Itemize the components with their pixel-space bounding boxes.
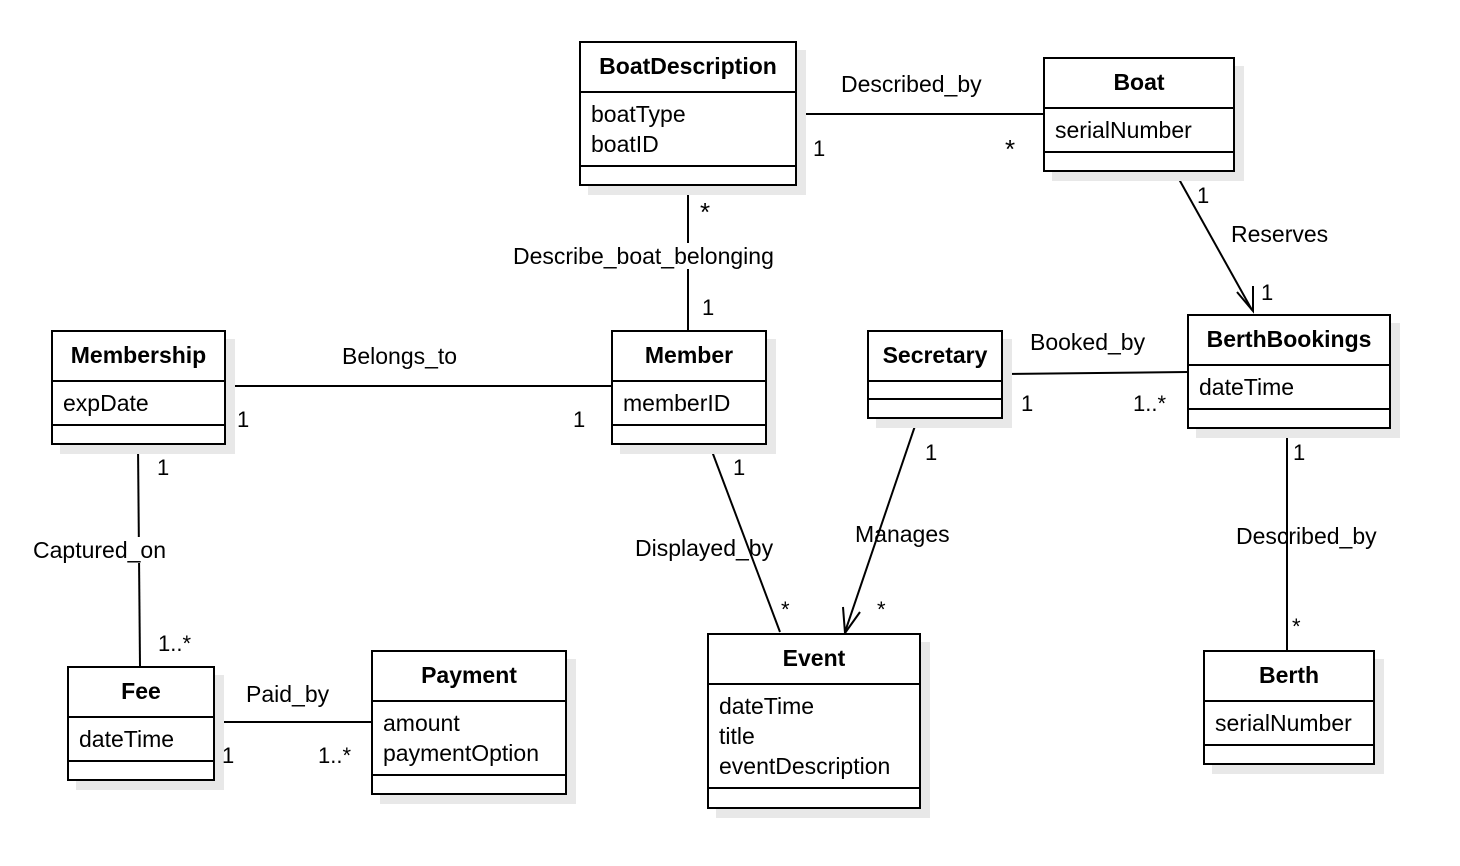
multiplicity: * [1005, 134, 1016, 164]
attribute: dateTime [719, 693, 815, 719]
class-name: Berth [1205, 652, 1373, 702]
attribute: serialNumber [1055, 117, 1192, 143]
association-label-booked-by: Booked_by [1030, 329, 1146, 355]
attribute: serialNumber [1215, 710, 1352, 736]
multiplicity: * [1292, 614, 1301, 639]
attribute: title [719, 723, 755, 749]
multiplicity: 1 [222, 743, 235, 768]
association-label-captured-on: Captured_on [33, 537, 166, 563]
class-operations [1205, 746, 1373, 760]
class-name: BoatDescription [581, 43, 795, 93]
multiplicity: * [781, 597, 790, 622]
multiplicity: 1..* [318, 743, 352, 768]
association-label-manages: Manages [855, 521, 950, 547]
attribute: dateTime [1199, 374, 1295, 400]
association-label-described-by-berth: Described_by [1236, 523, 1377, 549]
class-attributes: dateTime [69, 718, 213, 762]
association-label-paid-by: Paid_by [246, 681, 330, 707]
class-berth[interactable]: Berth serialNumber [1203, 650, 1375, 765]
multiplicity: 1 [1293, 440, 1306, 465]
class-secretary[interactable]: Secretary [867, 330, 1003, 419]
class-name: BerthBookings [1189, 316, 1389, 366]
class-payment[interactable]: Payment amount paymentOption [371, 650, 567, 795]
association-label-reserves: Reserves [1231, 221, 1329, 247]
class-operations [373, 776, 565, 790]
attribute: dateTime [79, 726, 175, 752]
association-label-belongs-to: Belongs_to [342, 343, 458, 369]
attribute: boatID [591, 131, 659, 157]
multiplicity: 1 [925, 440, 938, 465]
association-label-describe-boat-belonging: Describe_boat_belonging [513, 243, 774, 269]
attribute: expDate [63, 390, 149, 416]
class-attributes [869, 382, 1001, 400]
multiplicity: 1 [1021, 391, 1034, 416]
multiplicity: 1 [702, 295, 715, 320]
multiplicity: 1..* [158, 631, 192, 656]
class-name: Membership [53, 332, 224, 382]
multiplicity: * [877, 597, 886, 622]
class-operations [581, 167, 795, 181]
association-label-described-by-boat: Described_by [841, 71, 982, 97]
class-name: Member [613, 332, 765, 382]
class-membership[interactable]: Membership expDate [51, 330, 226, 445]
class-name: Fee [69, 668, 213, 718]
attribute: amount [383, 710, 460, 736]
class-operations [869, 400, 1001, 414]
class-attributes: dateTime [1189, 366, 1389, 410]
line-manages [844, 419, 918, 633]
class-attributes: expDate [53, 382, 224, 426]
line-reserves [1174, 171, 1253, 311]
reserves-arrowhead [1236, 286, 1254, 314]
class-operations [1189, 410, 1389, 424]
attribute: eventDescription [719, 753, 891, 779]
multiplicity: 1 [813, 136, 826, 161]
association-label-displayed-by: Displayed_by [635, 535, 774, 561]
class-member[interactable]: Member memberID [611, 330, 767, 445]
class-name: Secretary [869, 332, 1001, 382]
multiplicity: 1 [1261, 280, 1274, 305]
class-boat-description[interactable]: BoatDescription boatType boatID [579, 41, 797, 186]
class-boat[interactable]: Boat serialNumber [1043, 57, 1235, 172]
line-booked-by [1002, 371, 1189, 375]
line-displayed-by [709, 445, 781, 633]
class-operations [709, 789, 919, 803]
multiplicity: * [700, 197, 711, 227]
class-attributes: memberID [613, 382, 765, 426]
class-operations [69, 762, 213, 776]
attribute: memberID [623, 390, 731, 416]
class-operations [613, 426, 765, 440]
multiplicity: 1 [1197, 183, 1210, 208]
attribute: paymentOption [383, 740, 539, 766]
attribute: boatType [591, 101, 686, 127]
class-operations [1045, 153, 1233, 167]
multiplicity: 1 [237, 407, 250, 432]
class-attributes: amount paymentOption [373, 702, 565, 776]
class-attributes: dateTime title eventDescription [709, 685, 919, 789]
multiplicity: 1 [733, 455, 746, 480]
class-fee[interactable]: Fee dateTime [67, 666, 215, 781]
class-berth-bookings[interactable]: BerthBookings dateTime [1187, 314, 1391, 429]
class-attributes: boatType boatID [581, 93, 795, 167]
multiplicity: 1 [573, 407, 586, 432]
multiplicity: 1 [157, 455, 170, 480]
class-operations [53, 426, 224, 440]
class-name: Boat [1045, 59, 1233, 109]
multiplicity: 1..* [1133, 391, 1167, 416]
class-name: Payment [373, 652, 565, 702]
class-attributes: serialNumber [1205, 702, 1373, 746]
class-name: Event [709, 635, 919, 685]
class-attributes: serialNumber [1045, 109, 1233, 153]
class-event[interactable]: Event dateTime title eventDescription [707, 633, 921, 809]
